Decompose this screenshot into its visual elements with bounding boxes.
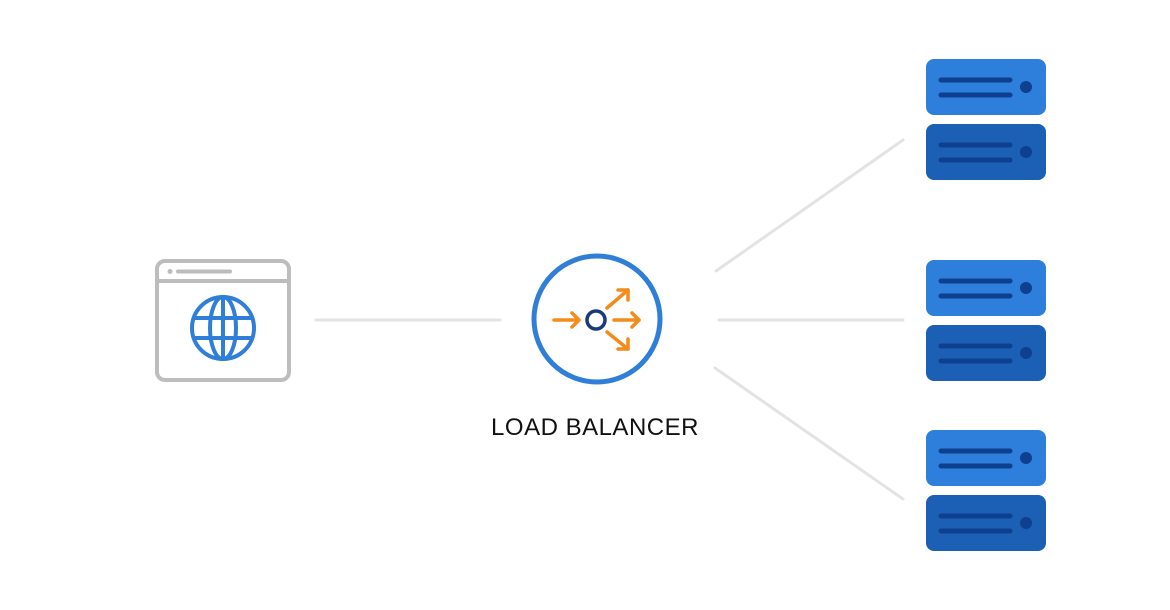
- browser-window-frame: [155, 259, 291, 382]
- browser-dot-icon: [167, 269, 173, 274]
- load-balancer-label: LOAD BALANCER: [491, 414, 699, 441]
- load-balancer-node: [531, 253, 663, 385]
- connector-load-balancer-to-server-3: [713, 366, 905, 501]
- globe-icon: [190, 295, 256, 361]
- server-unit-top: [926, 430, 1046, 486]
- server-stack-3: [926, 430, 1046, 551]
- server-unit-bottom: [926, 495, 1046, 551]
- load-balancer-arrows-icon: [552, 288, 641, 351]
- server-unit-bottom: [926, 124, 1046, 180]
- connector-load-balancer-to-server-1: [714, 138, 905, 273]
- load-balancer-center-node: [585, 309, 607, 331]
- connectors: [314, 138, 905, 501]
- server-stack-1: [926, 59, 1046, 180]
- server-unit-top: [926, 260, 1046, 316]
- browser-window: [155, 259, 291, 382]
- server-unit-bottom: [926, 325, 1046, 381]
- server-unit-top: [926, 59, 1046, 115]
- server-stack-2: [926, 260, 1046, 381]
